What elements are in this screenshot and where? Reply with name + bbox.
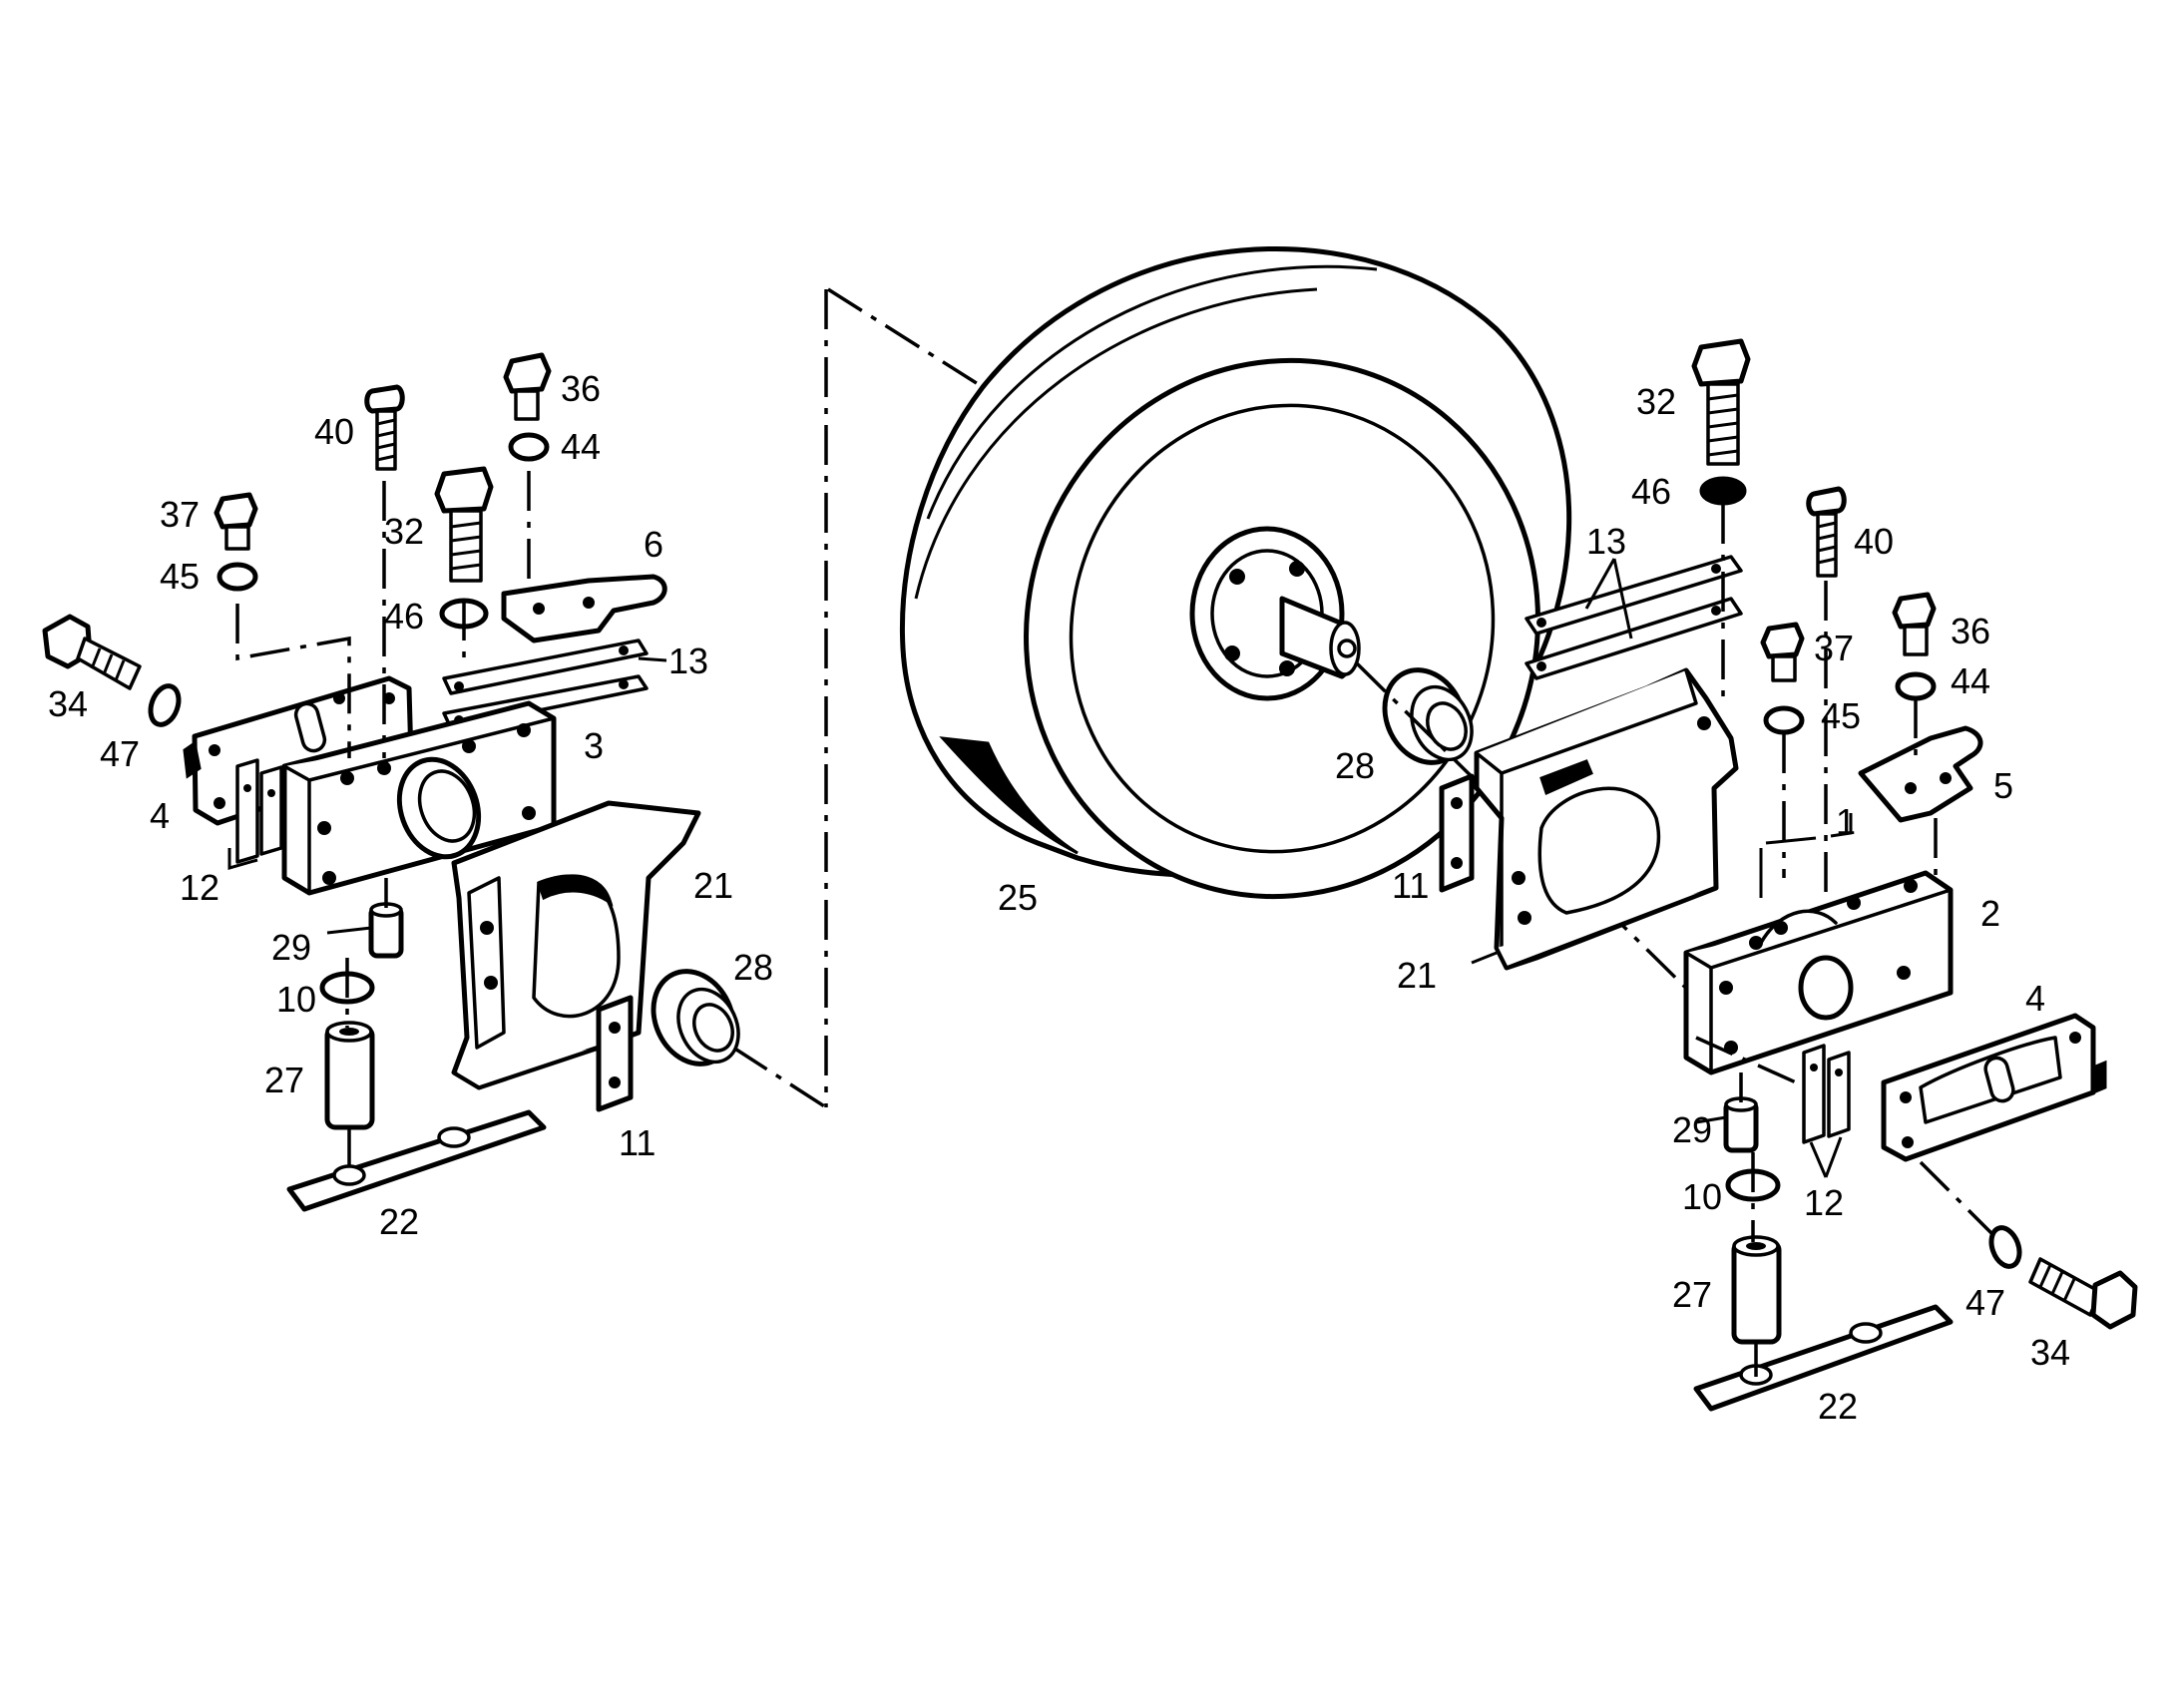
left-block-3 [281, 700, 557, 896]
right-washer-47 [1988, 1225, 2022, 1269]
left-bolt-40 [364, 384, 405, 471]
callout-right-13: 13 [1586, 521, 1626, 562]
callout-left-10: 10 [276, 979, 316, 1020]
right-plate-11 [1439, 773, 1475, 893]
callout-left-40: 40 [314, 411, 354, 452]
idler-wheel [899, 246, 1572, 900]
left-plates-12 [235, 758, 283, 864]
callout-right-21: 21 [1397, 955, 1437, 996]
callout-right-44: 44 [1951, 660, 1990, 701]
callout-right-40: 40 [1854, 521, 1894, 562]
axis-line-left [732, 1046, 827, 1109]
left-bearing-28 [651, 969, 740, 1067]
callout-left-4: 4 [150, 795, 170, 836]
axis-line-upper [827, 287, 984, 389]
left-bolt-34 [42, 614, 142, 690]
callout-right-1: 1 [1836, 801, 1856, 842]
callout-left-44: 44 [561, 426, 601, 467]
callout-right-34: 34 [2030, 1332, 2070, 1373]
left-washer-45 [217, 562, 258, 592]
right-cover-4 [1881, 1013, 2107, 1162]
left-bracket-21 [451, 800, 701, 1090]
callout-left-45: 45 [160, 556, 200, 597]
left-washer-47 [148, 683, 182, 727]
callout-right-46: 46 [1631, 471, 1671, 512]
callout-right-27: 27 [1672, 1274, 1712, 1315]
callout-right-47: 47 [1965, 1282, 2005, 1323]
right-bolt-36 [1892, 592, 1937, 656]
right-plate-5 [1858, 725, 1983, 823]
center-bearing [1382, 667, 1474, 765]
callout-left-21: 21 [693, 865, 733, 906]
left-bolt-37 [214, 492, 258, 551]
callout-left-6: 6 [644, 524, 663, 565]
callout-right-22: 22 [1818, 1386, 1858, 1427]
callout-left-28: 28 [733, 947, 773, 988]
right-plates-12 [1802, 1044, 1851, 1144]
right-washer-46 [1699, 476, 1747, 506]
right-plate-22 [1693, 1304, 1954, 1412]
callout-right-5: 5 [1993, 765, 2013, 806]
right-sleeve-27 [1731, 1235, 1782, 1345]
left-plate-22 [286, 1109, 547, 1212]
callout-center-28: 28 [1335, 745, 1375, 786]
callout-left-32: 32 [384, 511, 424, 552]
right-block-2 [1683, 870, 1954, 1075]
axis-line-right [1355, 661, 1718, 1020]
right-bolt-32 [1691, 338, 1751, 466]
callout-left-34: 34 [48, 683, 88, 724]
left-washer-44 [508, 432, 550, 462]
left-plate-6 [501, 574, 667, 643]
callout-right-4: 4 [2025, 978, 2045, 1019]
right-bolt-34 [2028, 1257, 2138, 1330]
callout-right-11: 11 [1392, 865, 1429, 906]
callout-right-37: 37 [1814, 628, 1854, 668]
left-sleeve-27 [324, 1021, 375, 1130]
callout-right-32: 32 [1636, 381, 1676, 422]
left-plate-11 [596, 995, 634, 1112]
callout-right-2: 2 [1980, 893, 2000, 934]
callout-left-3: 3 [584, 725, 604, 766]
left-pin-29 [368, 902, 404, 959]
right-washer-45 [1763, 705, 1805, 735]
callout-left-47: 47 [100, 733, 140, 774]
callout-left-36: 36 [561, 368, 601, 409]
callout-right-10: 10 [1682, 1176, 1722, 1217]
right-bolt-37 [1760, 622, 1805, 682]
right-bolt-40 [1806, 486, 1847, 578]
left-bolt-32 [434, 466, 494, 583]
callout-left-11: 11 [619, 1122, 655, 1163]
callout-right-29: 29 [1672, 1109, 1712, 1150]
right-bracket-21 [1474, 667, 1739, 971]
callout-left-12: 12 [180, 867, 219, 908]
callout-right-36: 36 [1951, 611, 1990, 651]
callout-25: 25 [998, 877, 1038, 918]
right-pin-29 [1723, 1096, 1759, 1153]
right-shims-13 [1525, 555, 1743, 680]
callout-left-13: 13 [668, 640, 708, 681]
callout-left-22: 22 [379, 1201, 419, 1242]
callout-left-27: 27 [264, 1060, 304, 1100]
callout-left-37: 37 [160, 494, 200, 535]
callout-right-12: 12 [1804, 1182, 1844, 1223]
callout-left-46: 46 [384, 596, 424, 637]
left-bolt-36 [503, 352, 552, 421]
callout-left-29: 29 [271, 927, 311, 968]
right-washer-44 [1895, 671, 1937, 701]
